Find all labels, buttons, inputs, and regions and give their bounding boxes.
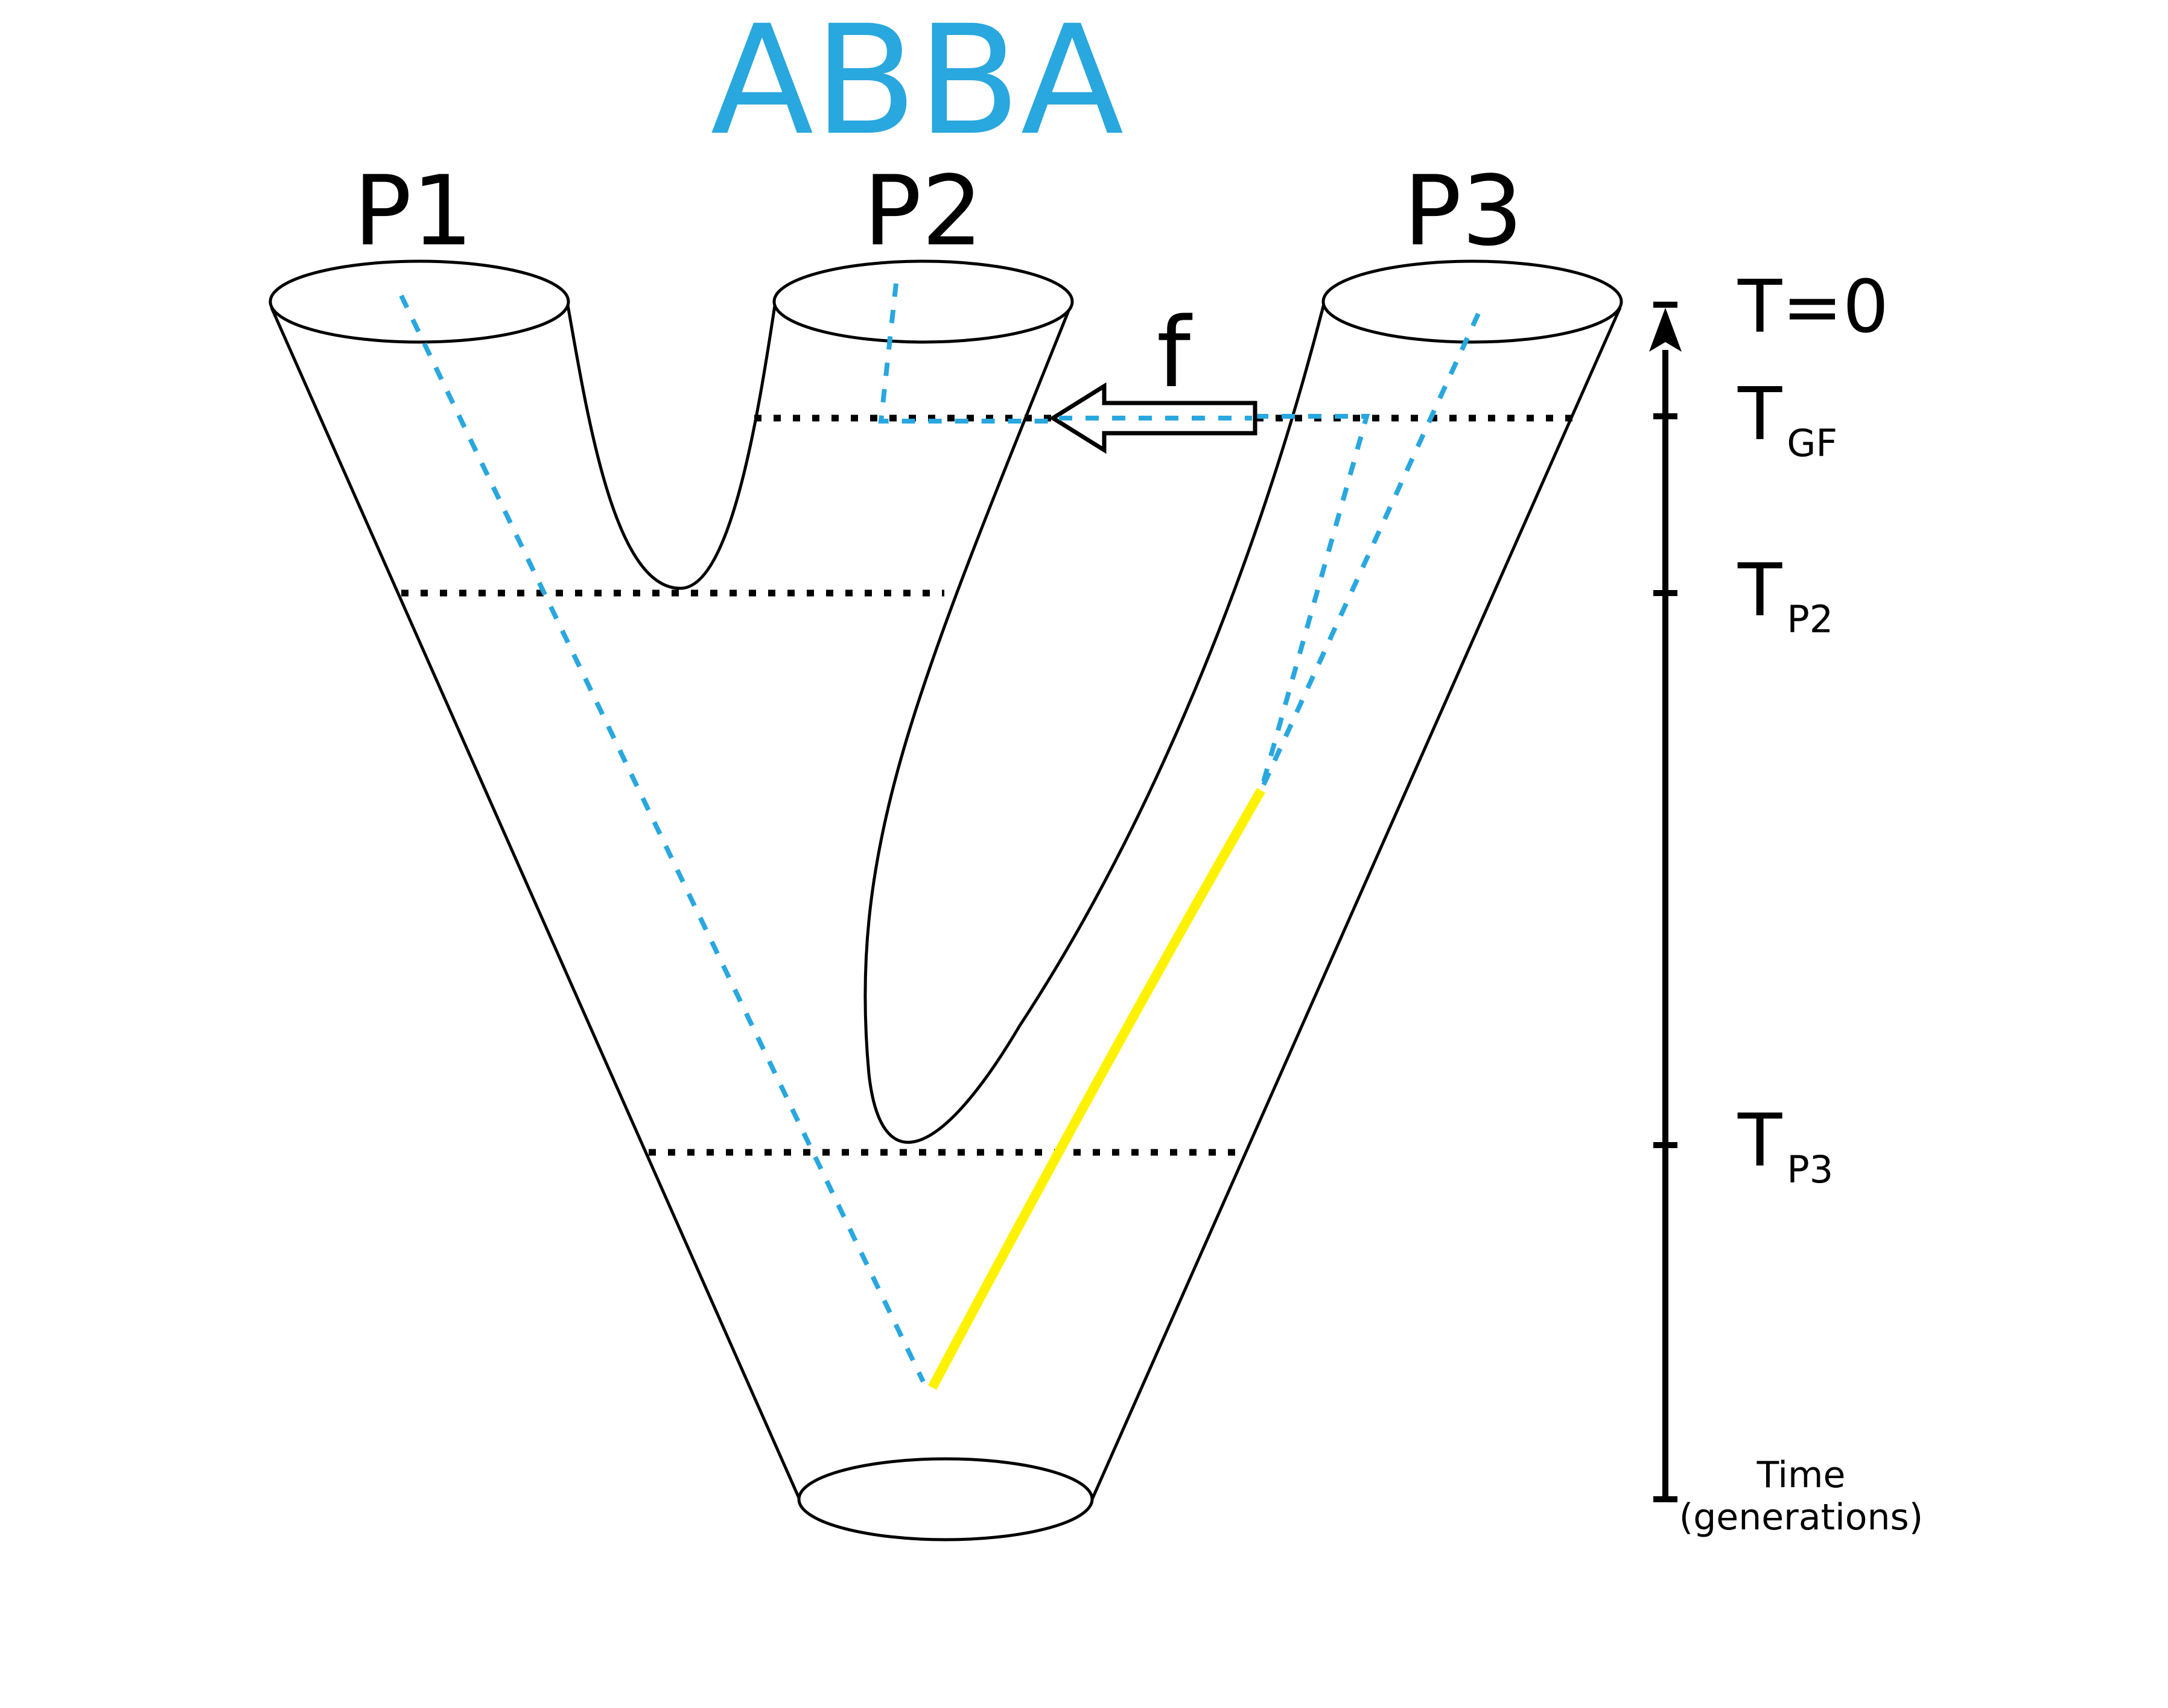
- population-ellipse-p2: [772, 259, 1074, 344]
- tree-left-outer-edge: [270, 306, 801, 1500]
- population-label-p1: P1: [354, 154, 473, 267]
- time-axis-arrowhead: [1649, 308, 1682, 352]
- population-label-p2: P2: [863, 154, 983, 267]
- p1-p2-crotch: [565, 301, 777, 590]
- lineage-p2: [878, 283, 1050, 424]
- tree-right-outer-edge: [1090, 306, 1622, 1500]
- gene-flow-arrow: f: [1049, 296, 1257, 454]
- gene-lineages: [399, 283, 1481, 1390]
- lineage-p3: [1259, 313, 1481, 792]
- derived-allele-branch: [927, 788, 1265, 1390]
- lineage-introgressed: [1255, 414, 1370, 792]
- ancestral-population-ellipse: [797, 1457, 1094, 1541]
- p2-p3-crotch: [863, 301, 1326, 1144]
- tick-label-tgf-sub: GF: [1787, 421, 1837, 465]
- species-tree-outline: [270, 301, 1622, 1500]
- population-ellipse-p1: [269, 259, 570, 344]
- tick-label-tp3-main: T: [1737, 1099, 1782, 1183]
- tick-label-tp2-main: T: [1737, 549, 1782, 633]
- time-axis-caption-line1: Time: [1756, 1454, 1846, 1496]
- tick-label-tp3-sub: P3: [1787, 1148, 1833, 1192]
- tick-label-tp2-sub: P2: [1787, 597, 1833, 641]
- population-label-p3: P3: [1403, 154, 1523, 267]
- gene-flow-arrow-shape: [1049, 382, 1257, 454]
- diagram-title: ABBA: [710, 0, 1124, 168]
- tick-label-tgf-main: T: [1737, 373, 1782, 457]
- tick-label-t0: T=0: [1737, 265, 1889, 349]
- time-axis-caption-line2: (generations): [1679, 1496, 1923, 1538]
- time-level-lines: [401, 414, 1575, 1156]
- gene-flow-label: f: [1157, 296, 1193, 409]
- population-ellipse-p3: [1321, 259, 1623, 344]
- lineage-p1: [399, 294, 926, 1383]
